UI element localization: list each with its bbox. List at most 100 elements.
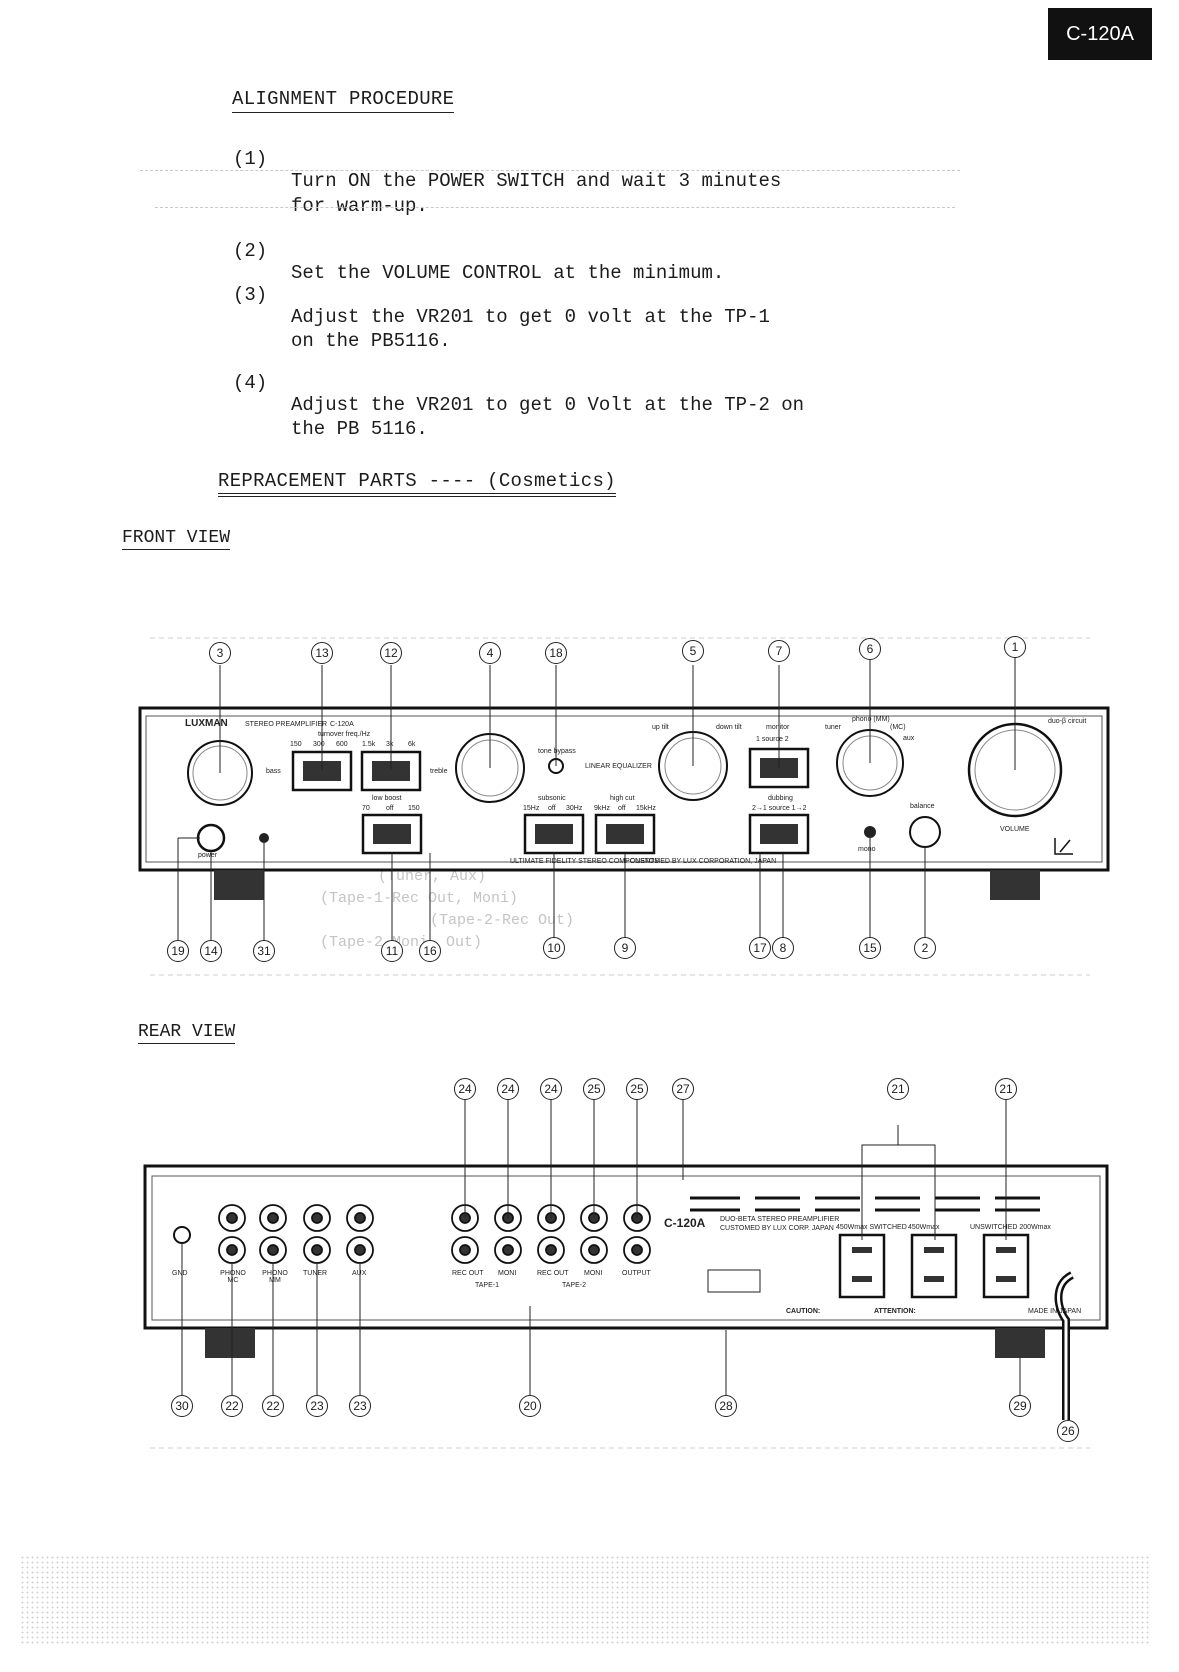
lux-logo-icon [1054, 838, 1073, 855]
step-3-line2: on the PB5116. [291, 330, 451, 352]
front-panel-inner [145, 715, 1103, 863]
step-3-num: (3) [233, 284, 268, 306]
faint-rule [155, 207, 955, 208]
rear-view-label: REAR VIEW [138, 1022, 236, 1044]
moni-2-label: MONI [584, 1270, 603, 1277]
callout-7: 7 [768, 640, 790, 662]
switch-treble-turnover [360, 750, 422, 792]
balance-label: balance [910, 803, 935, 810]
step-2-num: (2) [233, 240, 268, 262]
step-4-line2: the PB 5116. [291, 418, 428, 440]
switch-dubbing [748, 813, 810, 855]
subsonic-opt: off [548, 805, 556, 812]
callout-26: 26 [1057, 1420, 1079, 1442]
tape-2-label: TAPE-2 [562, 1282, 586, 1289]
step-1-num: (1) [233, 148, 268, 170]
made-in-label: MADE IN JAPAN [1028, 1308, 1082, 1315]
high-cut-opt: 9kHz [594, 805, 610, 812]
switched-2-label: 450Wmax [908, 1224, 940, 1231]
subsonic-label: subsonic [538, 795, 566, 802]
rec-out-2-label: REC OUT [537, 1270, 569, 1277]
step-3-cont: on the PB5116. [233, 308, 451, 352]
callout-4: 4 [479, 642, 501, 664]
gnd-terminal [173, 1226, 191, 1244]
callout-24: 24 [454, 1078, 476, 1100]
callout-11: 11 [381, 940, 403, 962]
rec-out-1-label: REC OUT [452, 1270, 484, 1277]
callout-31: 31 [253, 940, 275, 962]
freq-label: 3k [386, 741, 394, 748]
bleed-text: (Tuner, Aux) [378, 868, 487, 885]
down-tilt-label: down tilt [716, 724, 742, 731]
step-2: (2) Set the VOLUME CONTROL at the minimu… [233, 218, 724, 284]
switch-bass-turnover [291, 750, 353, 792]
callout-21: 21 [995, 1078, 1017, 1100]
subsonic-opt: 30Hz [566, 805, 583, 812]
vent-slots [690, 1196, 1040, 1212]
callout-23: 23 [306, 1395, 328, 1417]
customed-label: CUSTOMED BY LUX CORPORATION, JAPAN [630, 858, 777, 865]
up-tilt-label: up tilt [652, 724, 669, 731]
tuner-label: TUNER [303, 1270, 328, 1277]
step-4-num: (4) [233, 372, 268, 394]
rear-leader-lines [181, 1100, 1021, 1395]
callout-25: 25 [626, 1078, 648, 1100]
callout-5: 5 [682, 640, 704, 662]
bass-label: bass [266, 768, 281, 775]
callout-28: 28 [715, 1395, 737, 1417]
callout-6: 6 [859, 638, 881, 660]
front-view-label: FRONT VIEW [122, 528, 231, 550]
attention-label: ATTENTION: [874, 1308, 916, 1315]
low-boost-opt: off [386, 805, 394, 812]
high-cut-opt: off [618, 805, 626, 812]
monitor-source-label: 1 source 2 [756, 736, 789, 743]
step-1: (1) Turn ON the POWER SWITCH and wait 3 … [233, 126, 781, 192]
step-1-line1: Turn ON the POWER SWITCH and wait 3 minu… [291, 170, 782, 192]
aux-label: aux [903, 735, 915, 742]
step-1-line2: for warm-up. [291, 195, 428, 217]
bleed-text: (Tape-2-Moni, Out) [320, 934, 483, 951]
callout-22: 22 [221, 1395, 243, 1417]
circuit-diagram-icon [707, 1269, 761, 1293]
callout-15: 15 [859, 937, 881, 959]
aux-label: AUX [352, 1270, 367, 1277]
callout-29: 29 [1009, 1395, 1031, 1417]
subsonic-opt: 15Hz [523, 805, 540, 812]
linear-eq-label: LINEAR EQUALIZER [585, 763, 652, 770]
dubbing-label: dubbing [768, 795, 793, 802]
gnd-label: GND [172, 1270, 188, 1277]
phono-mm-label: phono (MM) [852, 716, 890, 723]
callout-1: 1 [1004, 636, 1026, 658]
step-2-line1: Set the VOLUME CONTROL at the minimum. [291, 262, 725, 284]
switch-subsonic [523, 813, 585, 855]
mc-label: (MC) [890, 724, 906, 731]
low-boost-opt: 70 [362, 805, 370, 812]
input-jacks [218, 1204, 374, 1264]
front-product-label: STEREO PREAMPLIFIER [245, 721, 328, 728]
callout-13: 13 [311, 642, 333, 664]
ac-outlets [838, 1233, 1030, 1299]
ultimate-label: ULTIMATE FIDELITY STEREO COMPONENTS [510, 858, 659, 865]
front-leader-lines [177, 658, 1016, 940]
callout-16: 16 [419, 940, 441, 962]
power-led [259, 833, 269, 843]
step-1-cont: for warm-up. [233, 173, 428, 217]
callout-8: 8 [772, 937, 794, 959]
treble-label: treble [430, 768, 448, 775]
front-brand-label: LUXMAN [185, 718, 228, 729]
callout-22: 22 [262, 1395, 284, 1417]
callout-2: 2 [914, 937, 936, 959]
step-3-line1: Adjust the VR201 to get 0 volt at the TP… [291, 306, 770, 328]
model-badge: C-120A [1048, 8, 1152, 60]
front-model-label: C-120A [330, 721, 354, 728]
callout-23: 23 [349, 1395, 371, 1417]
mono-button [864, 826, 876, 838]
callout-24: 24 [540, 1078, 562, 1100]
callout-12: 12 [380, 642, 402, 664]
switch-high-cut [594, 813, 656, 855]
moni-1-label: MONI [498, 1270, 517, 1277]
front-foot-left [214, 870, 264, 900]
callout-17: 17 [749, 937, 771, 959]
callout-21: 21 [887, 1078, 909, 1100]
power-button [196, 823, 226, 853]
